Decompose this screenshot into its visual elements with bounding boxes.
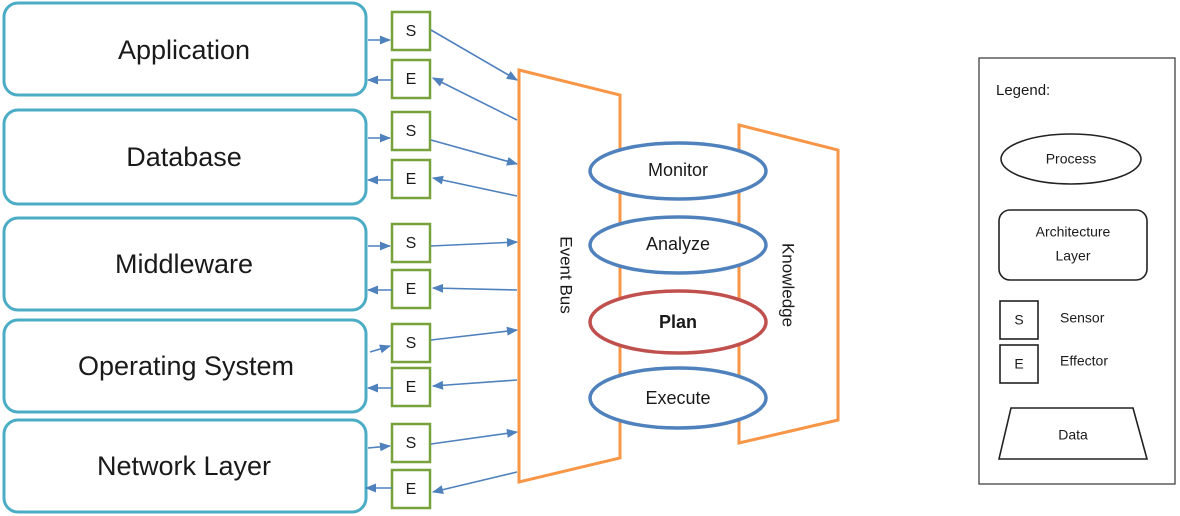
mape-processes: Monitor Analyze Plan Execute xyxy=(588,141,768,430)
effector-box: E xyxy=(390,366,432,408)
legend-architecture-layer: Architecture Layer xyxy=(998,209,1148,281)
effector-box: E xyxy=(390,58,432,100)
event-bus: Event Bus xyxy=(517,68,622,484)
svg-text:Plan: Plan xyxy=(659,312,697,332)
svg-text:S: S xyxy=(406,123,417,140)
svg-text:E: E xyxy=(406,281,417,298)
knowledge-label: Knowledge xyxy=(779,243,798,327)
effector-box: E xyxy=(390,268,432,310)
svg-text:Execute: Execute xyxy=(645,388,710,408)
sensor-effector-modules: S E S E S E S E S E xyxy=(390,10,432,510)
svg-text:Effector: Effector xyxy=(1060,353,1108,369)
svg-text:S: S xyxy=(406,335,417,352)
layer-network: Network Layer xyxy=(2,418,368,514)
svg-text:S: S xyxy=(406,23,417,40)
layer-middleware: Middleware xyxy=(2,216,368,312)
legend-effector: E Effector xyxy=(999,344,1108,384)
legend-process: Process xyxy=(1000,133,1142,185)
architecture-layers: Application Database Middleware Operatin… xyxy=(2,1,368,514)
svg-text:Layer: Layer xyxy=(1055,248,1090,264)
svg-text:E: E xyxy=(1014,356,1023,372)
process-analyze: Analyze xyxy=(588,215,768,275)
knowledge-store: Knowledge xyxy=(737,123,840,445)
sensor-box: S xyxy=(390,10,432,52)
layer-label: Operating System xyxy=(78,351,294,381)
svg-text:Monitor: Monitor xyxy=(648,160,708,180)
svg-text:E: E xyxy=(406,481,417,498)
layer-label: Middleware xyxy=(115,249,253,279)
sensor-box: S xyxy=(390,322,432,364)
svg-text:Data: Data xyxy=(1058,427,1088,443)
layer-database: Database xyxy=(2,108,368,206)
process-monitor: Monitor xyxy=(588,141,768,201)
legend: Legend: Process Architecture Layer S Sen… xyxy=(978,57,1176,485)
event-bus-label: Event Bus xyxy=(557,236,576,314)
svg-text:S: S xyxy=(1014,312,1023,328)
layer-label: Application xyxy=(118,35,250,65)
layer-label: Network Layer xyxy=(97,451,271,481)
effector-box: E xyxy=(390,158,432,200)
sensor-box: S xyxy=(390,110,432,152)
event-bus-connectors xyxy=(430,29,519,495)
svg-text:Analyze: Analyze xyxy=(646,234,710,254)
legend-title: Legend: xyxy=(996,82,1050,99)
layer-operating-system: Operating System xyxy=(2,318,368,414)
sensor-box: S xyxy=(390,422,432,464)
layer-label: Database xyxy=(126,142,242,172)
svg-text:E: E xyxy=(406,71,417,88)
process-plan: Plan xyxy=(588,289,768,355)
effector-box: E xyxy=(390,468,432,510)
svg-text:S: S xyxy=(406,235,417,252)
svg-text:Sensor: Sensor xyxy=(1060,310,1105,326)
layer-application: Application xyxy=(2,1,368,97)
svg-text:Process: Process xyxy=(1046,151,1097,167)
layer-connectors xyxy=(364,35,392,493)
svg-text:E: E xyxy=(406,379,417,396)
process-execute: Execute xyxy=(588,366,768,430)
legend-sensor: S Sensor xyxy=(999,300,1105,340)
legend-data: Data xyxy=(997,407,1149,460)
svg-text:E: E xyxy=(406,171,417,188)
svg-text:Architecture: Architecture xyxy=(1036,224,1111,240)
svg-text:S: S xyxy=(406,435,417,452)
sensor-box: S xyxy=(390,222,432,264)
